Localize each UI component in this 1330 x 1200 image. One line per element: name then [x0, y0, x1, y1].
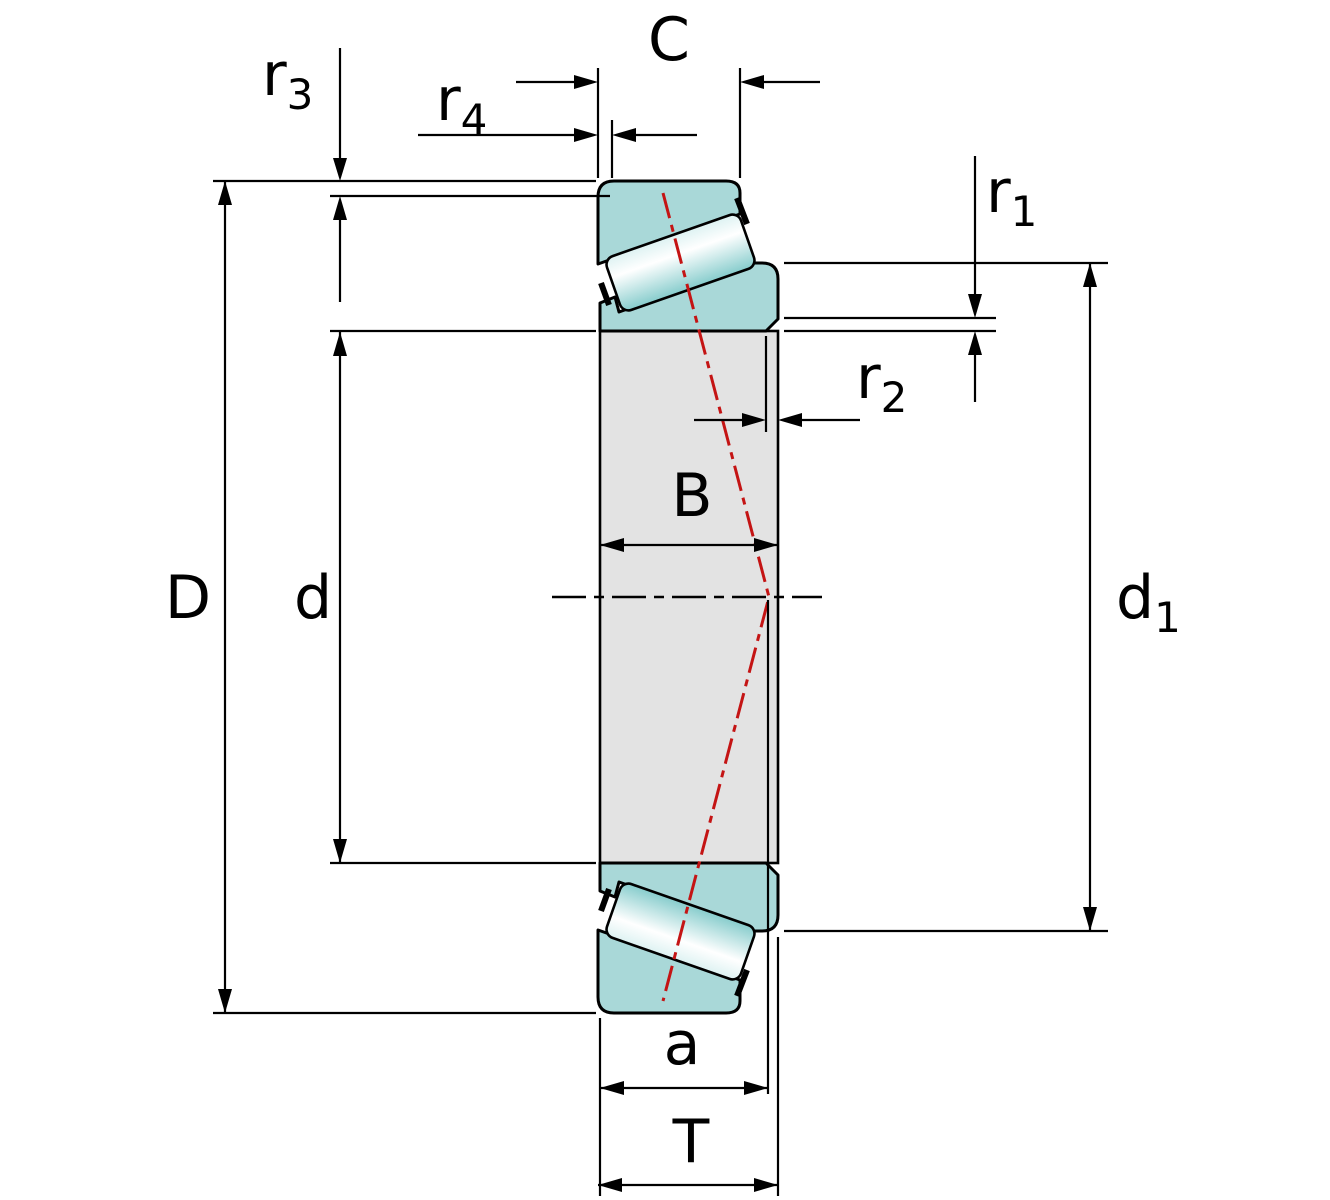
upper-half	[596, 179, 780, 333]
dim-C: C	[516, 5, 820, 89]
label-r3: r3	[262, 40, 313, 119]
pressure-cone-lines	[661, 192, 771, 1002]
label-r2: r2	[856, 343, 907, 422]
label-d1: d1	[1116, 563, 1181, 642]
dim-d1: d1	[1083, 263, 1181, 931]
label-a: a	[664, 1009, 701, 1079]
lower-half	[596, 861, 780, 1015]
dim-D: D	[165, 181, 232, 1013]
dim-r3: r3	[262, 40, 347, 302]
label-D: D	[165, 563, 211, 633]
dim-r1: r1	[968, 156, 1037, 402]
label-B: B	[671, 461, 712, 531]
cage-mark-bottom-big-end	[734, 968, 750, 998]
dim-r2: r2	[694, 343, 907, 427]
label-r1: r1	[986, 157, 1037, 236]
cage-mark-top-big-end	[734, 196, 750, 226]
extension-lines	[213, 68, 1108, 1196]
dim-T: T	[598, 1107, 778, 1192]
dim-a: a	[600, 1009, 768, 1095]
cage-mark-bottom-small-end	[598, 887, 612, 913]
dim-d: d	[294, 332, 347, 863]
label-r4: r4	[436, 65, 487, 144]
label-d: d	[294, 563, 332, 633]
dim-B: B	[600, 461, 778, 552]
dim-r4: r4	[418, 65, 697, 144]
cage-mark-top-small-end	[598, 281, 612, 307]
label-T: T	[672, 1107, 710, 1177]
label-C: C	[648, 5, 690, 75]
